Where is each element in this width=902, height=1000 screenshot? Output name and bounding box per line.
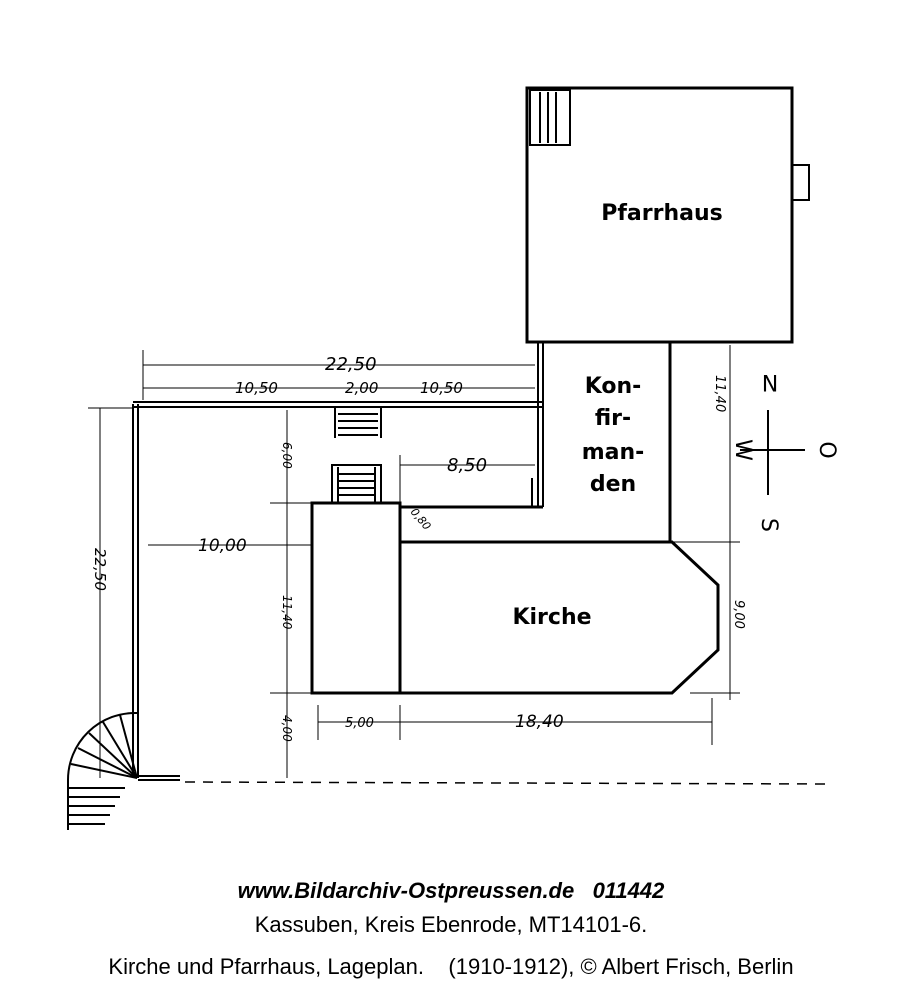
chimney (791, 164, 810, 201)
dim-top-total: 22,50 (325, 354, 377, 375)
dim-wall-offset: 0,80 (408, 506, 434, 533)
caption-location: Kassuben, Kreis Ebenrode, MT14101-6. (254, 912, 648, 937)
dim-top-left: 10,50 (235, 379, 278, 397)
konfirmanden-label-4: den (590, 472, 636, 497)
dim-top-mid: 2,00 (345, 379, 378, 397)
tower (310, 501, 402, 695)
caption-source: www.Bildarchiv-Ostpreussen.de 011442 (237, 878, 665, 903)
stairs-top (334, 407, 382, 438)
dim-west-distance: 10,00 (198, 536, 247, 556)
dim-wing-height: 11,40 (712, 375, 727, 412)
caption-description: Kirche und Pfarrhaus, Lageplan. (1910-19… (108, 954, 794, 979)
dim-wing-offset: 8,50 (447, 455, 487, 476)
konfirmanden-wing: Kon- fir- man- den (400, 342, 672, 542)
pfarrhaus-building: Pfarrhaus (525, 86, 810, 344)
konfirmanden-label-2: fir- (595, 406, 631, 431)
dim-south-gap: 4,00 (280, 715, 294, 742)
dim-stair-gap: 6,00 (280, 442, 294, 469)
site-plan: Pfarrhaus Kon- fir- man- den Kirche (67, 86, 839, 830)
konfirmanden-label-3: man- (582, 440, 645, 465)
dim-nave-length: 18,40 (515, 712, 564, 732)
compass-rose: N W O S (730, 369, 839, 532)
dim-top-right: 10,50 (420, 379, 463, 397)
stairs-tower (331, 464, 382, 504)
compass-east: O (814, 441, 839, 458)
road-line (184, 781, 831, 785)
dim-tower-width: 5,00 (345, 716, 374, 731)
dim-left-total: 22,50 (91, 548, 109, 591)
boundary-walls (132, 401, 543, 781)
compass-north: N (762, 369, 778, 394)
compass-south: S (756, 518, 781, 532)
pfarrhaus-label: Pfarrhaus (601, 201, 723, 226)
kirche-building: Kirche (310, 501, 720, 695)
spiral-stair (67, 711, 138, 830)
dim-nave-width: 9,00 (731, 600, 746, 629)
konfirmanden-label-1: Kon- (585, 374, 642, 399)
dim-tower-depth: 11,40 (280, 595, 294, 630)
kirche-label: Kirche (512, 605, 591, 630)
compass-west: W (730, 439, 755, 461)
dimension-lines (88, 345, 740, 778)
